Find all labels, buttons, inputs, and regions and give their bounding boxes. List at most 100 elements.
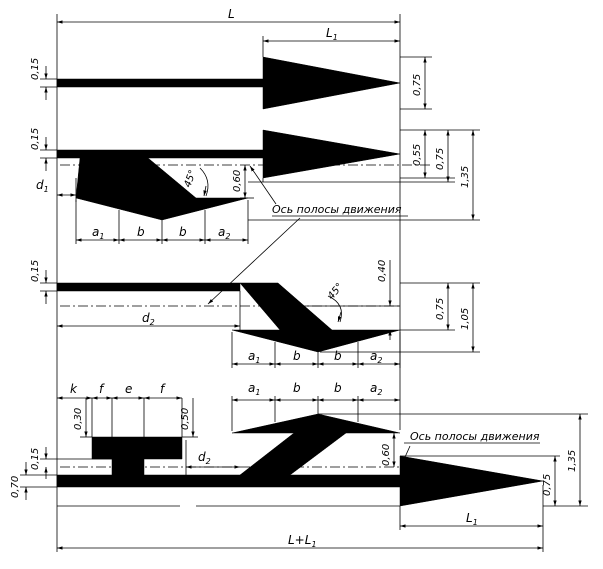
dimension-chain-kfef: k f e f — [57, 382, 183, 459]
dim-075-fig4: 0,75 — [542, 474, 553, 496]
label-a1-fig2: a — [92, 225, 99, 239]
dimension-d1: d1 — [36, 178, 77, 202]
dimension-050-fig4: 0,50 — [180, 398, 198, 438]
svg-text:d2: d2 — [198, 450, 211, 466]
label-a2-fig4-sub: 2 — [377, 388, 382, 397]
dimension-015-fig2: 0,15 — [30, 128, 57, 171]
angle-45-fig3: 45° — [326, 281, 346, 302]
dimension-chain-fig2: a1 b b a2 — [75, 200, 249, 244]
dimension-060-fig2: 0,60 — [232, 165, 254, 199]
figure-left-turn-arrow — [56, 413, 544, 507]
arrow-2-stem — [56, 149, 264, 159]
dim-070-fig4: 0,70 — [10, 476, 21, 498]
dimension-d2-fig3: d2 — [57, 291, 241, 330]
label-f2: f — [160, 382, 166, 396]
dim-075-fig3: 0,75 — [435, 298, 446, 320]
svg-text:L1: L1 — [466, 511, 478, 527]
label-f1: f — [99, 382, 105, 396]
dim-075-fig1: 0,75 — [412, 74, 423, 96]
label-a2-fig4: a — [370, 381, 377, 395]
label-d2-fig4: d — [198, 450, 206, 464]
arrow-2-turn-branch — [75, 157, 197, 199]
label-b1-fig3: b — [293, 349, 301, 363]
lane-axis-label-bottom: Ось полосы движения — [410, 430, 540, 443]
svg-text:L+L1: L+L1 — [288, 533, 317, 549]
svg-text:a2: a2 — [218, 225, 230, 241]
dimensions-right-fig2: 0,55 0,75 1,35 — [248, 129, 480, 221]
label-d2-fig4-sub: 2 — [206, 457, 211, 466]
label-a1-fig4: a — [248, 381, 255, 395]
arrow-3-branch — [239, 282, 333, 331]
svg-text:L1: L1 — [326, 26, 338, 42]
label-d2-fig3: d — [142, 311, 150, 325]
label-L-plus-L1: L+L — [288, 533, 311, 547]
dimension-060-fig4: 0,60 — [381, 433, 396, 467]
angle-45-fig2: 45° — [182, 169, 198, 189]
label-a2-fig2: a — [218, 225, 225, 239]
dimension-040-fig3: 0,40 — [280, 260, 400, 340]
dimension-chain-fig4: a1 b b a2 — [231, 381, 400, 431]
dim-060-fig2: 0,60 — [232, 170, 243, 192]
label-e: e — [125, 382, 132, 396]
svg-text:d1: d1 — [36, 178, 49, 194]
dimensions-right-fig4: 1,35 0,75 — [318, 413, 588, 507]
label-L1-top: L — [326, 26, 333, 40]
svg-text:a1: a1 — [248, 349, 260, 365]
label-L1-bottom: L — [466, 511, 473, 525]
dimension-070-fig4: 0,70 — [10, 462, 57, 500]
arrow-2-turn-head — [75, 197, 249, 221]
arrow-4-branch — [239, 432, 347, 476]
label-d1-sub: 1 — [44, 185, 49, 194]
arrow-1-stem — [56, 78, 264, 88]
dim-040-fig3: 0,40 — [377, 260, 388, 282]
dim-105-fig3: 1,05 — [460, 308, 471, 330]
dim-135-fig4: 1,35 — [567, 450, 578, 472]
dimension-L1-top: L1 — [262, 26, 400, 57]
label-L1-top-sub: 1 — [333, 33, 338, 42]
figure-straight-arrow — [56, 56, 401, 110]
arrow-4-tbar-top — [91, 436, 183, 460]
dimension-chain-fig3: a1 b b a2 — [231, 332, 401, 368]
label-a2-fig3-sub: 2 — [377, 356, 382, 365]
label-a1-fig3-sub: 1 — [255, 356, 260, 365]
dimension-L1-bottom: L1 — [399, 485, 544, 552]
dimension-030-fig4: 0,30 — [73, 398, 92, 438]
svg-text:a2: a2 — [370, 381, 382, 397]
angle-arc-fig2 — [199, 167, 209, 197]
label-L: L — [228, 7, 235, 21]
arrow-3-head — [231, 329, 401, 353]
figure-right-turn-arrow — [56, 282, 401, 353]
label-d2-fig3-sub: 2 — [150, 318, 155, 327]
label-a2-fig2-sub: 2 — [225, 232, 230, 241]
dim-060-fig4: 0,60 — [381, 444, 392, 466]
dimension-015-fig4: 0,15 — [30, 447, 112, 479]
dim-015-fig2: 0,15 — [30, 128, 41, 150]
label-L1-bottom-sub: 1 — [473, 518, 478, 527]
label-d1: d — [36, 178, 44, 192]
label-b2-fig4: b — [334, 381, 342, 395]
figure-straight-right-arrow — [56, 129, 401, 221]
dimension-015-fig3: 0,15 — [30, 260, 57, 304]
dim-075-fig2: 0,75 — [435, 148, 446, 170]
dim-050-fig4: 0,50 — [180, 408, 191, 430]
svg-text:a2: a2 — [370, 349, 382, 365]
svg-text:a1: a1 — [92, 225, 104, 241]
lane-axis-label-top: Ось полосы движения — [272, 203, 402, 216]
dimension-L-plus-L1: L+L 1 — [56, 515, 543, 552]
arrow-2-head — [262, 129, 401, 179]
dimension-d2-fig4: d2 — [185, 440, 240, 475]
label-b1-fig4: b — [293, 381, 301, 395]
dim-015-fig4: 0,15 — [30, 448, 41, 470]
svg-text:a1: a1 — [248, 381, 260, 397]
dim-135-fig2: 1,35 — [460, 166, 471, 188]
arrow-4-turn-head — [231, 413, 401, 434]
dimension-075-fig1: 0,75 — [400, 56, 432, 110]
svg-text:d2: d2 — [142, 311, 155, 327]
label-a1-fig3: a — [248, 349, 255, 363]
label-a1-fig4-sub: 1 — [255, 388, 260, 397]
label-k: k — [70, 382, 78, 396]
arrow-4-head — [399, 455, 544, 507]
dim-030-fig4: 0,30 — [73, 408, 84, 430]
dimension-015-fig1: 0,15 — [30, 58, 57, 100]
